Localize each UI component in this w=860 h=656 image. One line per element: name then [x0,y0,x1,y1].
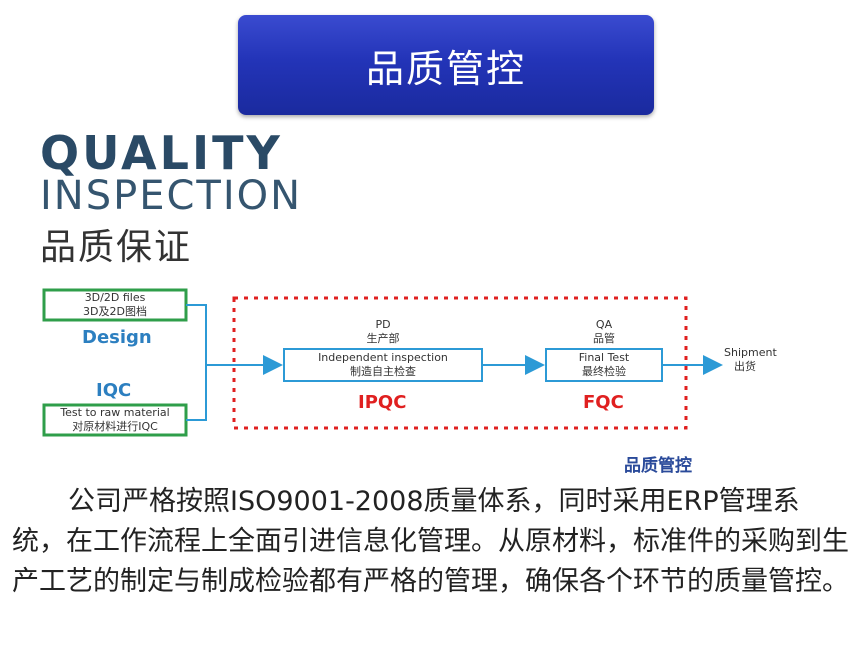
banner-title: 品质管控 [365,46,526,91]
iqc-box-text: Test to raw material 对原材料进行IQC [44,405,186,436]
fqc-box-line1: Final Test [578,351,630,364]
shipment-line1: Shipment [724,346,777,359]
ipqc-box-line1: Independent inspection [318,351,448,364]
pd-label: PD 生产部 [333,318,433,346]
ipqc-box-text: Independent inspection 制造自主检查 [284,351,482,379]
fqc-box [545,348,663,382]
iqc-label: IQC [96,380,132,401]
design-box [42,288,188,322]
shipment-label: Shipment 出货 [724,346,794,374]
ipqc-label: IPQC [358,392,407,413]
title-banner: 品质管控 [238,15,654,115]
design-box-line1: 3D/2D files [84,291,146,304]
ipqc-box-line2: 制造自主检查 [350,365,416,378]
iqc-box-line1: Test to raw material [60,406,170,419]
fqc-box-text: Final Test 最终检验 [546,351,662,379]
design-box-line2: 3D及2D图档 [83,305,147,318]
qa-line2: 品管 [593,332,615,345]
pd-line2: 生产部 [366,332,400,345]
shipment-line2: 出货 [734,360,756,373]
qa-label: QA 品管 [554,318,654,346]
iqc-connector [186,365,207,421]
heading-quality: QUALITY [40,126,283,180]
diagram-caption: 品质管控 [624,456,692,476]
description-text: 公司严格按照ISO9001-2008质量体系，同时采用ERP管理系统，在工作流程… [12,486,849,597]
fqc-box-line2: 最终检验 [582,365,626,378]
design-connector [186,304,207,365]
heading-chinese: 品质保证 [40,227,193,268]
iqc-box-line2: 对原材料进行IQC [72,420,158,433]
fqc-label: FQC [583,392,624,413]
description-paragraph: 公司严格按照ISO9001-2008质量体系，同时采用ERP管理系统，在工作流程… [12,482,852,602]
qa-line1: QA [595,318,613,331]
design-label: Design [82,327,152,348]
pd-line1: PD [375,318,391,331]
heading-inspection: INSPECTION [40,173,303,219]
design-box-text: 3D/2D files 3D及2D图档 [44,290,186,321]
